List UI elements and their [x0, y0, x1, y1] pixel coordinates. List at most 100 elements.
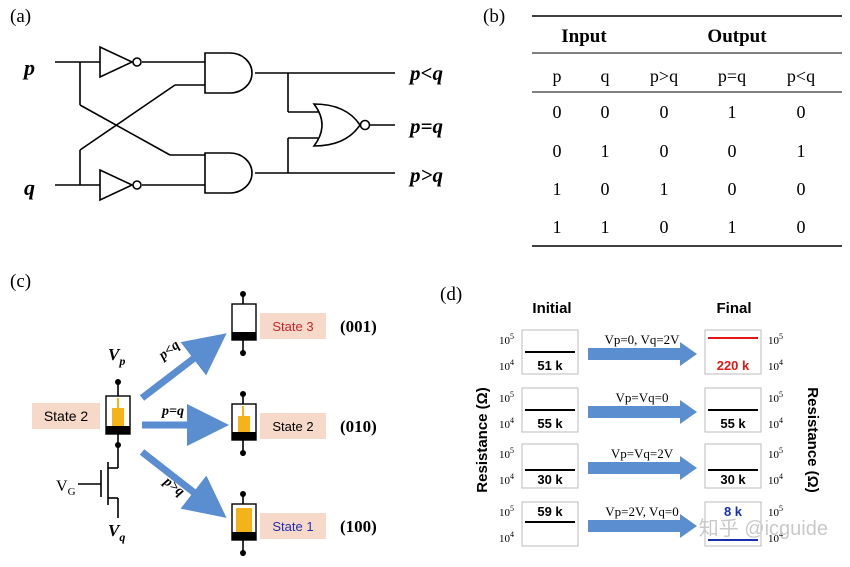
state-label: State 3 — [272, 319, 313, 334]
initial-header: Initial — [532, 300, 571, 317]
truth-table-cell: 0 — [797, 217, 806, 237]
truth-table-cell: 1 — [601, 141, 610, 161]
state-code: (100) — [340, 517, 377, 536]
bias-condition: Vp=Vq=2V — [611, 446, 674, 461]
truth-table-cell: 1 — [601, 217, 610, 237]
final-value: 30 k — [720, 472, 746, 487]
output-eq-label: p=q — [408, 114, 443, 138]
truth-table-cell: 1 — [660, 179, 669, 199]
and-gate-top — [204, 52, 253, 94]
watermark: 知乎 @icguide — [699, 517, 828, 540]
inverter-gate-bottom — [99, 168, 142, 202]
y-tick-right: 105 — [768, 504, 783, 519]
truth-table-cell: 1 — [728, 217, 737, 237]
truth-table-column-header: p=q — [718, 66, 746, 86]
output-gt-label: p>q — [408, 163, 443, 187]
device-state-1 — [231, 491, 257, 556]
truth-table-column-header: p<q — [787, 66, 815, 86]
state-list: State 3(001)State 2(010)State 1(100) — [260, 313, 377, 539]
y-tick-left: 104 — [499, 530, 514, 545]
device-state-3 — [231, 291, 257, 356]
state-label: State 1 — [272, 519, 313, 534]
y-tick-left: 105 — [499, 446, 514, 461]
truth-table-column-header: p — [553, 66, 562, 86]
y-tick-right: 105 — [768, 446, 783, 461]
truth-table-cell: 0 — [728, 179, 737, 199]
panel-b-label: (b) — [483, 6, 505, 27]
truth-table-cell: 0 — [660, 102, 669, 122]
vq-label: Vq — [108, 521, 125, 544]
truth-table-columns: p q p>q p=q p<q — [553, 66, 816, 86]
y-tick-right: 105 — [768, 332, 783, 347]
state-code: (010) — [340, 417, 377, 436]
truth-table-cell: 0 — [601, 179, 610, 199]
initial-plot-frame — [521, 443, 579, 489]
bias-condition: Vp=0, Vq=2V — [604, 332, 680, 347]
output-lt-label: p<q — [408, 61, 443, 85]
input-q-label: q — [24, 175, 35, 200]
bias-condition: Vp=Vq=0 — [616, 390, 669, 405]
device-state-2 — [231, 391, 257, 456]
initial-value: 51 k — [537, 358, 563, 373]
panel-c-state-diagram: (c) Vp State 2 VG Vq — [10, 271, 377, 556]
vp-label: Vp — [108, 345, 125, 368]
arrow-to-state-3 — [139, 333, 227, 401]
state-code: (001) — [340, 317, 377, 336]
and-gate-bottom — [204, 152, 253, 194]
current-state-box — [32, 403, 100, 429]
panel-a-label: (a) — [10, 6, 31, 27]
panel-a-logic-circuit: (a) p q — [10, 6, 443, 202]
truth-table-column-header: q — [601, 66, 610, 86]
final-header: Final — [716, 300, 751, 317]
ylabel-right: Resistance (Ω) — [804, 387, 821, 492]
final-value: 55 k — [720, 416, 746, 431]
final-value: 8 k — [724, 504, 743, 519]
vg-label: VG — [56, 478, 76, 498]
transition-arrow — [588, 514, 697, 538]
truth-table-cell: 1 — [728, 102, 737, 122]
final-value: 220 k — [717, 358, 750, 373]
state-box — [260, 413, 326, 439]
y-tick-left: 104 — [499, 416, 514, 431]
ylabel-left: Resistance (Ω) — [474, 387, 491, 492]
truth-table-cell: 0 — [660, 217, 669, 237]
truth-table-cell: 0 — [797, 102, 806, 122]
panel-d-resistance-plots: (d) Initial Final Resistance (Ω) Resista… — [440, 284, 821, 547]
y-tick-left: 105 — [499, 332, 514, 347]
y-tick-left: 104 — [499, 358, 514, 373]
y-tick-right: 104 — [768, 472, 783, 487]
truth-table-cell: 1 — [553, 179, 562, 199]
panel-d-label: (d) — [440, 284, 462, 305]
transition-arrow — [588, 400, 697, 424]
final-plot-frame — [704, 443, 762, 489]
truth-table-cell: 0 — [797, 179, 806, 199]
arrow-label-eq: p=q — [161, 404, 184, 419]
header-input: Input — [561, 26, 607, 47]
current-device — [105, 379, 131, 450]
state-box — [260, 313, 326, 339]
y-tick-right: 105 — [768, 390, 783, 405]
panel-b-truth-table: (b) Input Output p q p>q p=q p<q 0 0 0 1 0 0 1 0 0 1 1… — [483, 6, 842, 247]
y-tick-left: 105 — [499, 504, 514, 519]
header-output: Output — [707, 26, 767, 47]
truth-table-column-header: p>q — [650, 66, 678, 86]
y-tick-left: 105 — [499, 390, 514, 405]
transistor — [78, 450, 119, 518]
panel-c-label: (c) — [10, 271, 31, 292]
truth-table-cell: 0 — [553, 102, 562, 122]
bias-condition: Vp=2V, Vq=0 — [605, 504, 678, 519]
initial-value: 59 k — [537, 504, 563, 519]
current-state-label: State 2 — [44, 408, 89, 424]
nor-gate — [312, 103, 371, 147]
initial-plot-frame — [521, 501, 579, 547]
truth-table-cell: 0 — [728, 141, 737, 161]
y-tick-right: 104 — [768, 358, 783, 373]
arrow-to-state-1 — [139, 449, 227, 518]
truth-table-cell: 0 — [660, 141, 669, 161]
truth-table-cell: 0 — [553, 141, 562, 161]
resistance-row: 105 104 105 104 51 k Vp=0, Vq=2V 220 k — [499, 329, 783, 375]
